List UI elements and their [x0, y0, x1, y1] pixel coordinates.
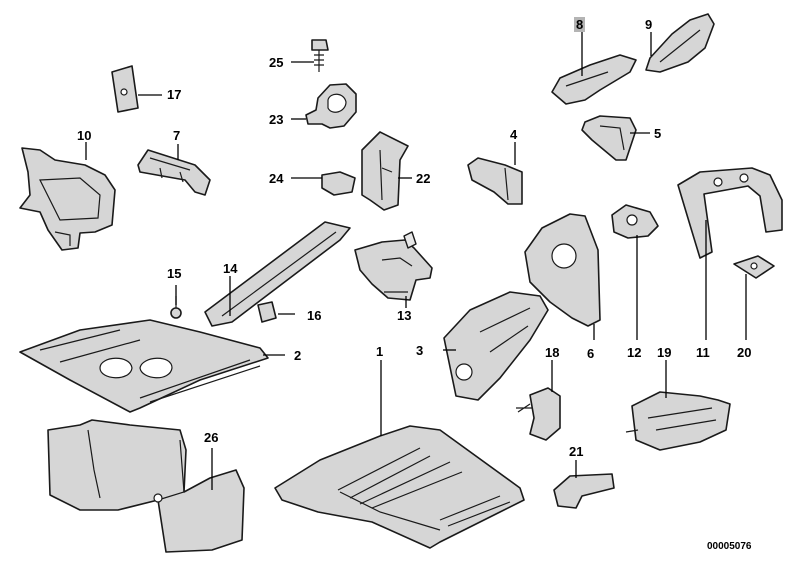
callout-11[interactable]: 11 [696, 345, 710, 360]
callout-17[interactable]: 17 [167, 87, 182, 102]
callout-19[interactable]: 19 [657, 345, 672, 360]
part-2-floor-pan[interactable] [19, 319, 269, 413]
part-3-bracket[interactable] [443, 291, 549, 401]
part-23-clamp[interactable] [305, 83, 357, 129]
callout-9[interactable]: 9 [645, 17, 653, 32]
part-25-screw[interactable] [311, 39, 329, 72]
callout-5[interactable]: 5 [654, 126, 662, 141]
callout-14[interactable]: 14 [223, 261, 238, 276]
part-17-clip[interactable] [111, 65, 139, 113]
part-4-bracket[interactable] [467, 157, 523, 205]
callout-15[interactable]: 15 [167, 266, 182, 281]
callout-20[interactable]: 20 [737, 345, 752, 360]
part-22-bracket[interactable] [361, 131, 409, 211]
callout-1[interactable]: 1 [376, 344, 384, 359]
part-8-reinforcement[interactable] [551, 54, 637, 105]
callout-22[interactable]: 22 [416, 171, 431, 186]
leader-lines [85, 32, 747, 490]
callout-25[interactable]: 25 [269, 55, 284, 70]
part-9-reinforcement[interactable] [645, 13, 715, 73]
part-11-bridge[interactable] [677, 167, 783, 259]
callout-18[interactable]: 18 [545, 345, 560, 360]
part-7-bracket[interactable] [137, 149, 211, 196]
callout-10[interactable]: 10 [77, 128, 92, 143]
part-12-bracket[interactable] [611, 204, 659, 239]
callout-4[interactable]: 4 [510, 127, 518, 142]
diagram-code: 00005076 [707, 541, 752, 552]
callout-26[interactable]: 26 [204, 430, 219, 445]
part-19-bracket[interactable] [625, 391, 731, 451]
callout-8[interactable]: 8 [574, 17, 586, 32]
callout-21[interactable]: 21 [569, 444, 584, 459]
callout-23[interactable]: 23 [269, 112, 284, 127]
callout-24[interactable]: 24 [269, 171, 284, 186]
part-16-clip[interactable] [257, 301, 277, 323]
callout-2[interactable]: 2 [294, 348, 302, 363]
callout-13[interactable]: 13 [397, 308, 412, 323]
part-20-plate[interactable] [733, 255, 775, 279]
part-5-bracket[interactable] [581, 115, 637, 161]
part-1-floor-pan[interactable] [274, 425, 525, 549]
callout-3[interactable]: 3 [416, 343, 424, 358]
part-14-rail[interactable] [204, 221, 351, 327]
part-21-bracket[interactable] [553, 473, 615, 509]
part-10-bracket[interactable] [19, 147, 116, 251]
part-26-tunnel-panel[interactable] [47, 419, 245, 553]
part-13-bracket[interactable] [354, 231, 433, 301]
part-18-clip[interactable] [516, 387, 561, 441]
callout-7[interactable]: 7 [173, 128, 181, 143]
callout-6[interactable]: 6 [587, 346, 595, 361]
callout-12[interactable]: 12 [627, 345, 642, 360]
part-6-panel[interactable] [524, 213, 601, 327]
callout-16[interactable]: 16 [307, 308, 322, 323]
part-24-clip[interactable] [321, 171, 356, 196]
